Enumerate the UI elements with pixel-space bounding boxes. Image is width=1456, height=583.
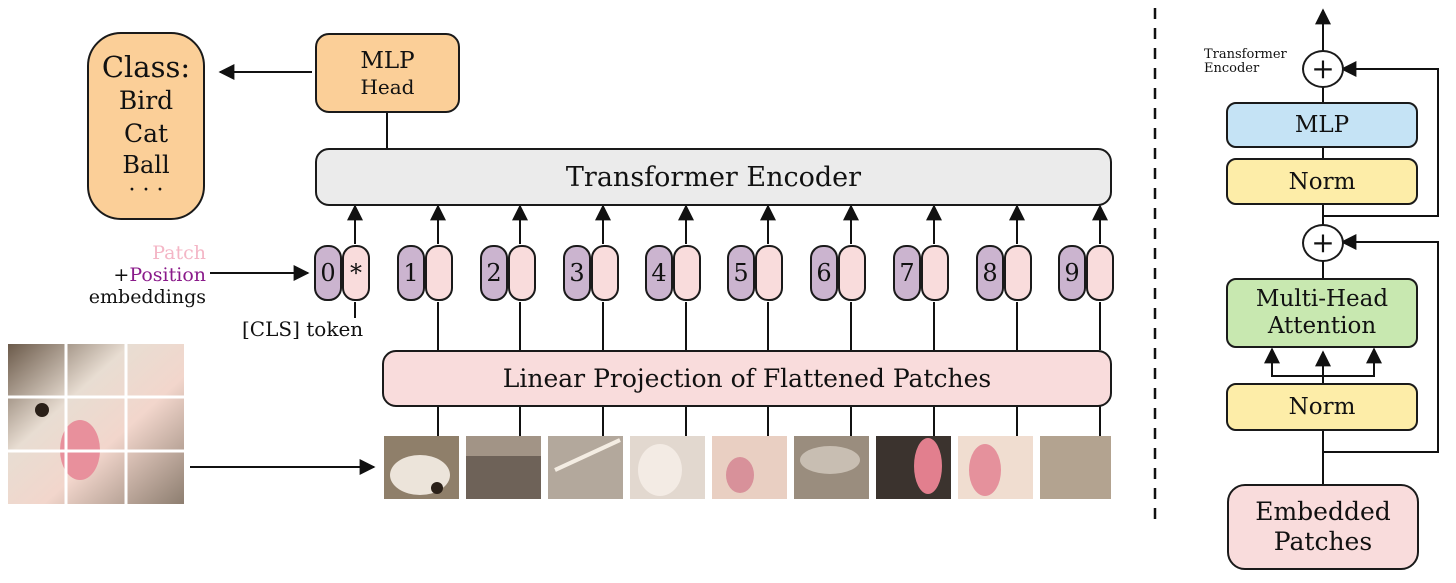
linear-projection-box: Linear Projection of Flattened Patches <box>382 350 1112 407</box>
mha-label-line2: Attention <box>1267 313 1377 339</box>
class-item-cat: Cat <box>123 119 169 148</box>
mlp-head-line2: Head <box>360 75 415 99</box>
position-label: Position <box>129 264 206 286</box>
position-token-6: 6 <box>810 245 838 301</box>
patch-strip <box>384 436 1111 499</box>
embedded-patches-box: Embedded Patches <box>1227 484 1419 570</box>
class-item-bird: Bird <box>118 86 174 115</box>
position-token-0: 0 <box>314 245 342 301</box>
position-token-8: 8 <box>976 245 1004 301</box>
cls-token: * <box>342 245 370 301</box>
patch-lines <box>437 406 1101 436</box>
input-image <box>8 344 184 504</box>
patch-token-3 <box>591 245 619 301</box>
position-token-1: 1 <box>397 245 425 301</box>
position-token-7: 7 <box>893 245 921 301</box>
norm-bottom-block: Norm <box>1226 383 1418 431</box>
position-line: +Position <box>60 264 206 286</box>
embedded-patches-line1: Embedded <box>1255 497 1391 526</box>
transformer-encoder-box: Transformer Encoder <box>315 148 1112 206</box>
norm-top-block: Norm <box>1226 158 1418 205</box>
plus-sign: + <box>113 264 130 286</box>
patch-label: Patch <box>152 242 206 264</box>
linear-projection-label: Linear Projection of Flattened Patches <box>502 364 992 393</box>
mlp-block-label: MLP <box>1294 112 1350 138</box>
mlp-head-line1: MLP <box>360 48 415 74</box>
position-token-4: 4 <box>645 245 673 301</box>
position-token-9: 9 <box>1058 245 1086 301</box>
patch-token-2 <box>508 245 536 301</box>
mlp-block: MLP <box>1226 102 1418 148</box>
residual-add-bottom: + <box>1302 224 1344 262</box>
norm-top-label: Norm <box>1288 168 1356 195</box>
class-item-ball: Ball <box>122 151 170 179</box>
mlp-head-box: MLP Head <box>315 33 460 113</box>
class-title: Class: <box>101 50 191 84</box>
embeddings-word: embeddings <box>88 286 206 308</box>
encoder-block-title: Transformer Encoder <box>1204 48 1287 76</box>
plus-icon: + <box>1311 52 1335 85</box>
position-token-5: 5 <box>727 245 755 301</box>
transformer-encoder-label: Transformer Encoder <box>565 161 862 193</box>
patch-token-7 <box>921 245 949 301</box>
patch-token-9 <box>1086 245 1114 301</box>
patch-token-4 <box>673 245 701 301</box>
position-token-2: 2 <box>480 245 508 301</box>
patch-token-5 <box>755 245 783 301</box>
patch-token-6 <box>838 245 866 301</box>
mha-label-line1: Multi-Head <box>1255 286 1389 312</box>
token-arrows <box>347 204 1108 244</box>
patch-token-1 <box>425 245 453 301</box>
position-token-3: 3 <box>563 245 591 301</box>
residual-add-top: + <box>1302 50 1344 88</box>
projection-lines <box>354 302 1101 350</box>
embedded-patches-line2: Patches <box>1273 527 1373 556</box>
multi-head-attention-block: Multi-Head Attention <box>1226 278 1418 348</box>
embeddings-label: Patch +Position embeddings <box>60 242 206 308</box>
class-output-box: Class: Bird Cat Ball · · · <box>87 32 205 220</box>
class-item-more: · · · <box>128 178 164 203</box>
encoder-block-title-line1: Transformer <box>1204 47 1287 62</box>
plus-icon: + <box>1311 226 1335 259</box>
cls-token-label: [CLS] token <box>242 317 364 341</box>
patch-token-8 <box>1004 245 1032 301</box>
encoder-block-lines <box>1264 8 1439 484</box>
norm-bottom-label: Norm <box>1288 394 1356 420</box>
encoder-block-title-line2: Encoder <box>1204 61 1260 76</box>
